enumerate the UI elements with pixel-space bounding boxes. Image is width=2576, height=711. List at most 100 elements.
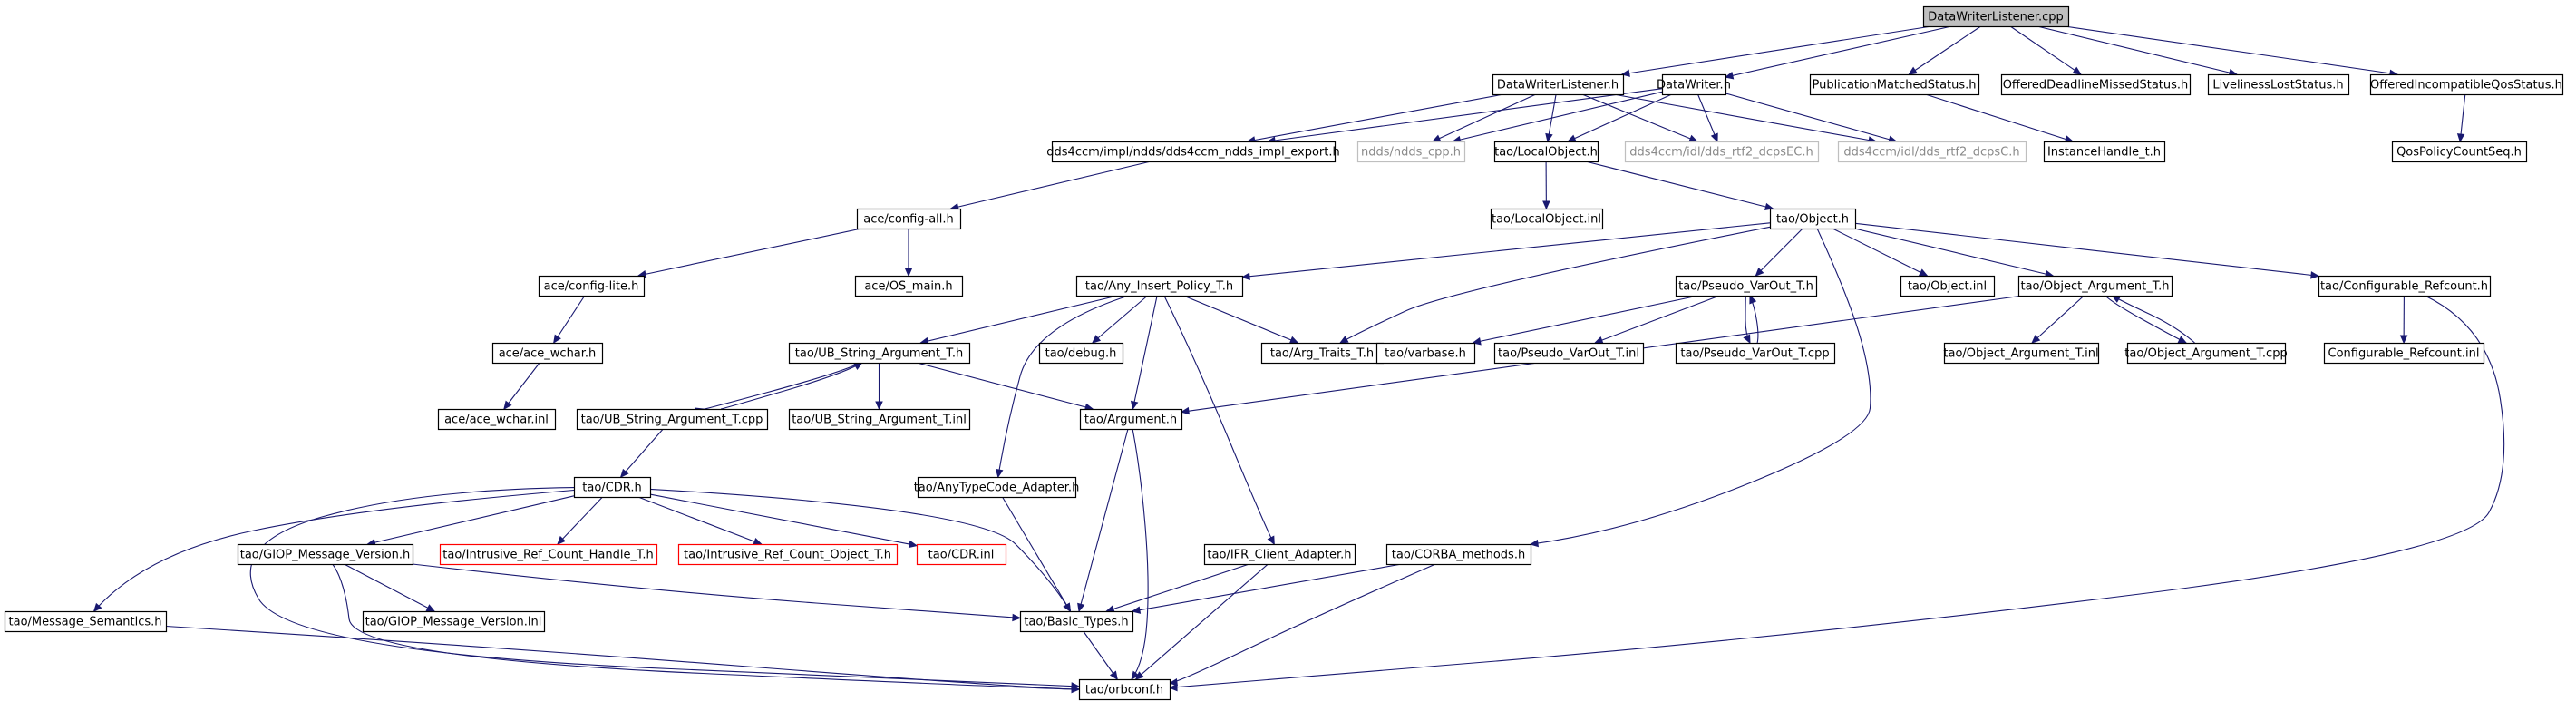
node-localobj[interactable]: tao/LocalObject.h [1493, 141, 1599, 163]
node-cdr-inl[interactable]: tao/CDR.inl [916, 543, 1007, 566]
node-objarg-h[interactable]: tao/Object_Argument_T.h [2017, 275, 2173, 297]
node-box[interactable] [1837, 141, 2027, 163]
node-box[interactable] [1900, 275, 1996, 297]
node-box[interactable] [916, 543, 1007, 566]
node-anyinsert[interactable]: tao/Any_Insert_Policy_T.h [1075, 275, 1244, 297]
node-pseudo-inl[interactable]: tao/Pseudo_VarOut_T.inl [1493, 342, 1645, 365]
node-argument[interactable]: tao/Argument.h [1079, 408, 1183, 431]
node-debug[interactable]: tao/debug.h [1038, 342, 1124, 365]
node-box[interactable] [237, 543, 414, 566]
node-odms[interactable]: OfferedDeadlineMissedStatus.h [2000, 73, 2192, 96]
node-box[interactable] [2391, 141, 2528, 163]
node-varbase[interactable]: tao/varbase.h [1375, 342, 1476, 365]
node-orbconf[interactable]: tao/orbconf.h [1078, 678, 1171, 701]
node-box[interactable] [2207, 73, 2350, 96]
node-box[interactable] [1051, 141, 1337, 163]
node-pseudo-cpp[interactable]: tao/Pseudo_VarOut_T.cpp [1675, 342, 1836, 365]
node-box[interactable] [491, 342, 604, 365]
node-box[interactable] [2000, 73, 2192, 96]
node-box[interactable] [1203, 543, 1356, 566]
node-root[interactable]: DataWriterListener.cpp [1922, 5, 2070, 28]
node-object-inl[interactable]: tao/Object.inl [1900, 275, 1996, 297]
node-box[interactable] [1493, 141, 1599, 163]
node-localobj-inl[interactable]: tao/LocalObject.inl [1490, 208, 1604, 230]
node-box[interactable] [1075, 275, 1244, 297]
node-cfgref-h[interactable]: tao/Configurable_Refcount.h [2318, 275, 2492, 297]
node-box[interactable] [1943, 342, 2100, 365]
node-box[interactable] [1624, 141, 1820, 163]
node-box[interactable] [1769, 208, 1857, 230]
node-dw-h[interactable]: DataWriter.h [1657, 73, 1731, 96]
node-box[interactable] [1809, 73, 1980, 96]
node-pms[interactable]: PublicationMatchedStatus.h [1809, 73, 1980, 96]
node-dcpsc[interactable]: dds4ccm/idl/dds_rtf2_dcpsC.h [1837, 141, 2027, 163]
node-box[interactable] [1675, 275, 1818, 297]
node-intr-object[interactable]: tao/Intrusive_Ref_Count_Object_T.h [677, 543, 899, 566]
node-cdr[interactable]: tao/CDR.h [573, 476, 652, 499]
node-box[interactable] [439, 543, 658, 566]
node-msgsem[interactable]: tao/Message_Semantics.h [4, 610, 168, 633]
node-box[interactable] [2318, 275, 2492, 297]
node-giop-h[interactable]: tao/GIOP_Message_Version.h [237, 543, 414, 566]
node-box[interactable] [1661, 73, 1727, 96]
node-box[interactable] [2017, 275, 2173, 297]
node-ifr[interactable]: tao/IFR_Client_Adapter.h [1203, 543, 1356, 566]
node-qos[interactable]: QosPolicyCountSeq.h [2391, 141, 2528, 163]
node-box[interactable] [1492, 73, 1625, 96]
node-box[interactable] [2369, 73, 2564, 96]
node-cfgref-inl[interactable]: Configurable_Refcount.inl [2323, 342, 2485, 365]
node-export[interactable]: dds4ccm/impl/ndds/dds4ccm_ndds_impl_expo… [1046, 141, 1340, 163]
node-ubstr-inl[interactable]: tao/UB_String_Argument_T.inl [788, 408, 971, 431]
node-box[interactable] [677, 543, 899, 566]
node-box[interactable] [856, 208, 962, 230]
node-objarg-cpp[interactable]: tao/Object_Argument_T.cpp [2124, 342, 2288, 365]
node-box[interactable] [1019, 610, 1134, 633]
node-corba[interactable]: tao/CORBA_methods.h [1385, 543, 1532, 566]
node-box[interactable] [2043, 141, 2166, 163]
node-box[interactable] [1038, 342, 1124, 365]
node-box[interactable] [576, 408, 769, 431]
node-dwl-h[interactable]: DataWriterListener.h [1492, 73, 1625, 96]
node-configlite[interactable]: ace/config-lite.h [538, 275, 646, 297]
node-osmain[interactable]: ace/OS_main.h [854, 275, 964, 297]
node-ndds-cpp[interactable]: ndds/ndds_cpp.h [1356, 141, 1466, 163]
node-box[interactable] [1078, 678, 1171, 701]
node-box[interactable] [538, 275, 646, 297]
node-box[interactable] [573, 476, 652, 499]
node-box[interactable] [1375, 342, 1476, 365]
node-box[interactable] [1922, 5, 2070, 28]
node-object[interactable]: tao/Object.h [1769, 208, 1857, 230]
node-box[interactable] [1385, 543, 1532, 566]
node-anytc[interactable]: tao/AnyTypeCode_Adapter.h [914, 476, 1080, 499]
node-box[interactable] [1356, 141, 1466, 163]
node-oiqs[interactable]: OfferedIncompatibleQosStatus.h [2369, 73, 2564, 96]
node-ubstr-cpp[interactable]: tao/UB_String_Argument_T.cpp [576, 408, 769, 431]
node-box[interactable] [437, 408, 557, 431]
node-pseudo-h[interactable]: tao/Pseudo_VarOut_T.h [1675, 275, 1818, 297]
node-intr-handle[interactable]: tao/Intrusive_Ref_Count_Handle_T.h [439, 543, 658, 566]
node-giop-inl[interactable]: tao/GIOP_Message_Version.inl [362, 610, 546, 633]
node-box[interactable] [2126, 342, 2287, 365]
node-objarg-inl[interactable]: tao/Object_Argument_T.inl [1943, 342, 2100, 365]
node-ubstr-h[interactable]: tao/UB_String_Argument_T.h [788, 342, 971, 365]
node-acewchar[interactable]: ace/ace_wchar.h [491, 342, 604, 365]
node-argtraits[interactable]: tao/Arg_Traits_T.h [1260, 342, 1385, 365]
node-box[interactable] [2323, 342, 2485, 365]
node-box[interactable] [362, 610, 546, 633]
node-box[interactable] [788, 408, 971, 431]
node-box[interactable] [854, 275, 964, 297]
node-box[interactable] [1490, 208, 1604, 230]
node-box[interactable] [917, 476, 1077, 499]
node-box[interactable] [1079, 408, 1183, 431]
node-box[interactable] [1675, 342, 1836, 365]
node-box[interactable] [788, 342, 971, 365]
node-box[interactable] [4, 610, 168, 633]
edge-line [1725, 93, 1897, 142]
node-instance[interactable]: InstanceHandle_t.h [2043, 141, 2166, 163]
node-configall[interactable]: ace/config-all.h [856, 208, 962, 230]
node-basictypes[interactable]: tao/Basic_Types.h [1019, 610, 1134, 633]
node-box[interactable] [1493, 342, 1645, 365]
node-acewchar-inl[interactable]: ace/ace_wchar.inl [437, 408, 557, 431]
node-dcpsec[interactable]: dds4ccm/idl/dds_rtf2_dcpsEC.h [1624, 141, 1820, 163]
node-lls[interactable]: LivelinessLostStatus.h [2207, 73, 2350, 96]
